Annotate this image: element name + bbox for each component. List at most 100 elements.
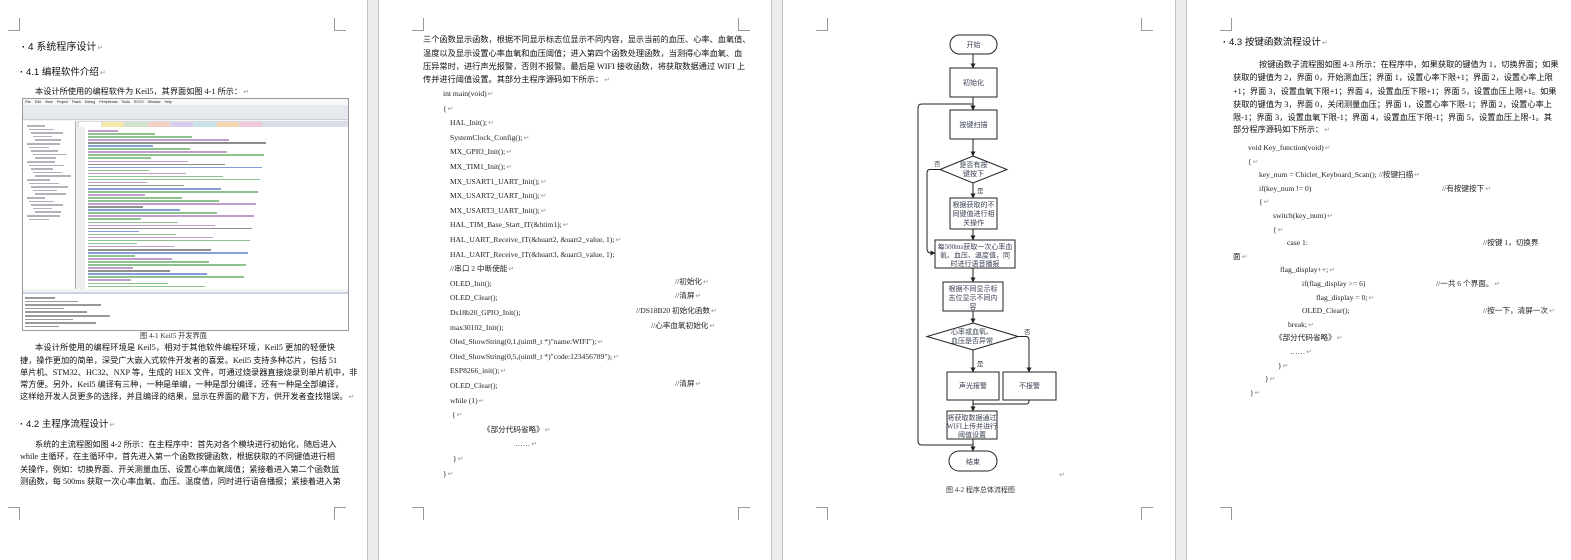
measure-label: 时进行语音播报 bbox=[951, 259, 1000, 268]
para-line: 温度以及显示设置心率血氧和血压阈值；进入第四个函数处理函数，当测得心率血氧、血 bbox=[423, 49, 743, 58]
upload-label: WIFI上传并进行 bbox=[947, 422, 997, 431]
no-label: 否 bbox=[1024, 328, 1031, 336]
project-tree-item bbox=[33, 189, 57, 192]
code-line-mark bbox=[88, 130, 118, 132]
code-comment: //按键 1，切换界 bbox=[1483, 238, 1539, 247]
editor-tab bbox=[102, 122, 124, 127]
code-line: max30102_Init(); bbox=[450, 322, 504, 332]
code-line: HAL_UART_Receive_IT(&huart3, &uart3_valu… bbox=[450, 249, 615, 259]
code-line: Oled_ShowString(0,1,(uint8_t *)"name:WIF… bbox=[450, 336, 603, 348]
menu-edit: Edit bbox=[34, 100, 41, 104]
para-line: 获取的键值为 3，界面 0，关闭测量血压；界面 1，设置心率下限-1；界面 2，… bbox=[1233, 100, 1552, 109]
build-output-line bbox=[25, 318, 73, 321]
editor-tab bbox=[217, 122, 239, 127]
figure-caption-4-2: 图 4-2 程序总体流程图 bbox=[946, 485, 1015, 494]
start-label: 开始 bbox=[967, 40, 981, 49]
alarm-label: 声光报警 bbox=[959, 381, 987, 390]
editor-tab bbox=[125, 122, 147, 127]
code-line-mark bbox=[88, 178, 260, 181]
project-tree-item bbox=[35, 193, 66, 195]
code-line-mark bbox=[88, 148, 190, 150]
project-tree-item bbox=[33, 153, 67, 156]
para1-line: 单片机、STM32、HC32、NXP 等，生成的 HEX 文件，可通过烧录器直接… bbox=[20, 368, 358, 377]
project-tree-item bbox=[31, 186, 68, 188]
para2-line: 测函数，每 500ms 获取一次心率血氧、血压、温度值，同时进行语音播报；紧接着… bbox=[20, 477, 341, 486]
menu-tools: Tools bbox=[121, 100, 130, 104]
code-comment: //有按键按下 bbox=[1442, 183, 1491, 195]
project-tree-item bbox=[35, 211, 61, 213]
code-line-mark bbox=[88, 270, 170, 272]
keil-project-panel bbox=[23, 121, 76, 289]
corner-mark bbox=[738, 507, 750, 520]
code-line-mark bbox=[88, 267, 133, 269]
code-line: int main(void) bbox=[443, 88, 494, 100]
program-flowchart: 开始 初始化 按键扫描 是否有按 键按下 根据获取的不 同键值进行相 关操作 每… bbox=[917, 34, 1065, 494]
key-scan-box bbox=[949, 109, 998, 140]
code-line-mark bbox=[88, 255, 135, 257]
code-line-mark bbox=[88, 163, 225, 166]
project-tree-item bbox=[27, 179, 50, 181]
para1-line: 这样给开发人员更多的选择，并且编译的结果，显示在界面的最下方，供开发者查找错误。 bbox=[20, 391, 354, 403]
editor-tab bbox=[240, 122, 262, 127]
project-tree-item bbox=[31, 204, 63, 206]
menu-window: Window bbox=[147, 100, 161, 104]
para2-line: while 主循环，在主循环中，首先进入第一个函数按键函数，根据获取的不同键值进… bbox=[20, 452, 335, 461]
code-line: 面 bbox=[1233, 251, 1247, 263]
code-line: HAL_UART_Receive_IT(&huart2, &uart2_valu… bbox=[450, 234, 621, 246]
project-tree-item bbox=[33, 171, 62, 174]
code-line-mark bbox=[88, 206, 143, 208]
code-line-mark bbox=[88, 285, 205, 288]
measure-label: 氧、血压、温度值，同 bbox=[940, 251, 1010, 260]
code-line-mark bbox=[88, 139, 229, 141]
project-tree-item bbox=[29, 200, 54, 203]
code-line-mark bbox=[88, 142, 266, 144]
code-line: void Key_function(void) bbox=[1248, 142, 1331, 154]
no-label: 否 bbox=[934, 160, 941, 168]
code-line: Oled_ShowString(0,5,(uint8_t *)"code:123… bbox=[450, 351, 619, 363]
display-label: 容 bbox=[970, 302, 977, 311]
build-output-line bbox=[25, 307, 64, 310]
decision-key-label: 是否有按 bbox=[960, 160, 988, 169]
menu-peripherals: Peripherals bbox=[99, 100, 118, 104]
para-line: 三个函数显示函数，根据不同显示标志位显示不同内容，显示当前的血压、心率、血氧值、 bbox=[423, 35, 751, 44]
measure-box bbox=[934, 239, 1016, 269]
project-tree-item bbox=[35, 175, 71, 177]
project-tree-item bbox=[31, 150, 58, 152]
code-line: } bbox=[1265, 373, 1276, 385]
code-line: 《部分代码省略》 bbox=[483, 424, 551, 436]
decision-key-label: 键按下 bbox=[963, 169, 984, 178]
code-line: OLED_Clear(); bbox=[1302, 306, 1350, 316]
code-line-mark bbox=[88, 218, 141, 221]
menu-help: Help bbox=[164, 100, 172, 104]
project-tree-item bbox=[31, 168, 53, 170]
upload-label: 将获取数据通过 bbox=[948, 413, 997, 422]
upload-box bbox=[946, 410, 998, 440]
code-line-mark bbox=[88, 279, 131, 282]
code-line: break; bbox=[1288, 319, 1314, 331]
code-line: } bbox=[1250, 387, 1261, 399]
project-tree-item bbox=[35, 139, 61, 141]
code-line-mark bbox=[88, 197, 182, 199]
code-line: HAL_TIM_Base_Start_IT(&htim1); bbox=[450, 219, 569, 231]
abnormal-label: 心率或血氧、 bbox=[951, 327, 993, 336]
corner-mark bbox=[816, 507, 828, 520]
chapter-heading: 4 系统程序设计 bbox=[22, 42, 103, 55]
page-4 bbox=[1186, 0, 1571, 560]
code-line: ESP8266_init(); bbox=[450, 365, 506, 377]
project-tree-item bbox=[27, 197, 45, 199]
code-line-mark bbox=[88, 248, 211, 251]
code-line: switch(key_num) bbox=[1273, 210, 1333, 222]
corner-mark bbox=[738, 18, 750, 31]
code-line: { bbox=[443, 103, 454, 115]
menu-view: View bbox=[45, 100, 53, 104]
key-action-box bbox=[949, 197, 998, 230]
code-line: …… bbox=[515, 438, 537, 450]
code-line: } bbox=[443, 468, 454, 480]
para1-line: 本设计所使用的编程环境是 Keil5，相对于其他软件编程环境，Keil5 更加的… bbox=[35, 343, 335, 352]
project-tree-item bbox=[29, 146, 49, 149]
code-line-mark bbox=[88, 212, 217, 214]
para-line: +1；界面 3，设置血氧下限+1；界面 4，设置血压下限+1；界面 5，设置血压… bbox=[1233, 87, 1557, 96]
init-box bbox=[949, 67, 998, 98]
section-heading-4-3: 4.3 按键函数流程设计 bbox=[1223, 37, 1328, 50]
